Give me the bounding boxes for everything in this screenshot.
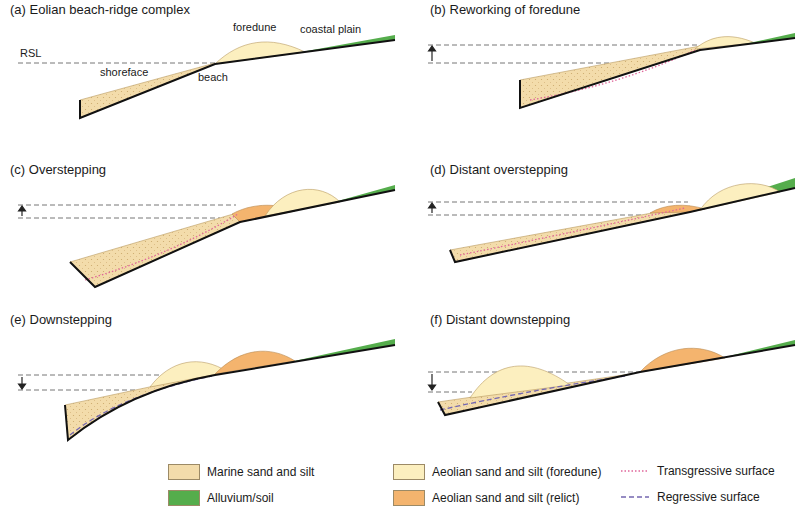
panel-title: (c) Overstepping bbox=[10, 163, 106, 178]
legend-text: Aeolian sand and silt (relict) bbox=[432, 491, 579, 505]
zone-label: shoreface bbox=[100, 66, 148, 79]
zone-label: coastal plain bbox=[300, 23, 361, 36]
sea-level-arrows bbox=[19, 46, 436, 390]
legend-item: Regressive surface bbox=[620, 490, 760, 504]
legend-text: Marine sand and silt bbox=[207, 465, 314, 479]
legend-swatch bbox=[393, 464, 425, 480]
legend-item: Aeolian sand and silt (foredune) bbox=[393, 464, 601, 480]
panel-b bbox=[520, 33, 795, 108]
panel-d bbox=[450, 178, 795, 262]
sea-level-lines bbox=[18, 45, 700, 392]
legend-item: Marine sand and silt bbox=[168, 464, 314, 480]
zone-label: beach bbox=[198, 71, 228, 84]
legend-line bbox=[620, 464, 650, 478]
panel-c bbox=[70, 185, 395, 287]
panel-f bbox=[438, 340, 795, 415]
legend-item: Alluvium/soil bbox=[168, 490, 274, 506]
panel-e bbox=[65, 339, 395, 440]
legend-swatch bbox=[168, 490, 200, 506]
zone-label: foredune bbox=[233, 21, 276, 34]
legend-text: Alluvium/soil bbox=[207, 491, 274, 505]
panel-title: (f) Distant downstepping bbox=[430, 313, 570, 328]
legend-text: Transgressive surface bbox=[657, 464, 775, 478]
legend-swatch bbox=[168, 464, 200, 480]
panel-title: (b) Reworking of foredune bbox=[430, 3, 580, 18]
legend-text: Regressive surface bbox=[657, 490, 760, 504]
legend-line bbox=[620, 490, 650, 504]
legend-item: Aeolian sand and silt (relict) bbox=[393, 490, 579, 506]
legend-text: Aeolian sand and silt (foredune) bbox=[432, 465, 601, 479]
legend-item: Transgressive surface bbox=[620, 464, 775, 478]
panel-title: (d) Distant overstepping bbox=[430, 163, 568, 178]
legend-swatch bbox=[393, 490, 425, 506]
panel-a bbox=[80, 35, 395, 118]
panel-title: (a) Eolian beach-ridge complex bbox=[10, 3, 190, 18]
sea-level-label: RSL bbox=[20, 47, 41, 60]
panel-title: (e) Downstepping bbox=[10, 313, 112, 328]
